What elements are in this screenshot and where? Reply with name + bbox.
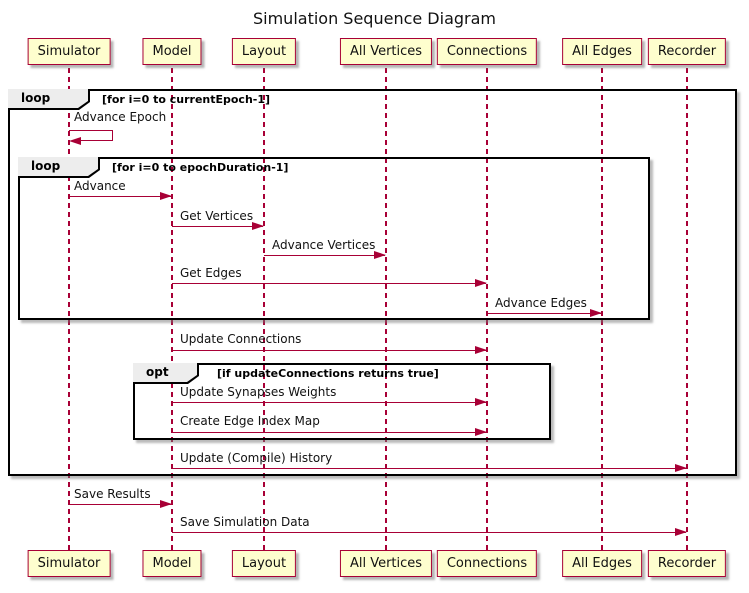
participant-bottom-recorder: Recorder: [647, 550, 727, 577]
message-label: Advance Epoch: [74, 110, 167, 124]
arrow-line: [172, 282, 486, 284]
participant-top-connections: Connections: [436, 38, 538, 65]
loop-pentagon-inner: loop: [18, 157, 100, 178]
lifeline-all-vertices: [385, 68, 387, 550]
arrowhead-right-icon: [160, 500, 172, 508]
lifeline-layout: [263, 68, 265, 550]
arrowhead-right-icon: [252, 222, 264, 230]
arrow-line: [79, 140, 113, 142]
arrow-line: [172, 531, 686, 533]
arrow-line: [172, 431, 486, 433]
arrowhead-right-icon: [475, 279, 487, 287]
loop-guard-outer: [for i=0 to currentEpoch-1]: [102, 93, 271, 106]
participant-bottom-all-edges: All Edges: [562, 550, 642, 577]
arrow-line: [172, 225, 263, 227]
arrowhead-left-icon: [69, 136, 81, 145]
arrowhead-right-icon: [374, 251, 386, 259]
participant-bottom-layout: Layout: [231, 550, 297, 577]
arrowhead-right-icon: [475, 428, 487, 436]
participant-bottom-model: Model: [142, 550, 202, 577]
opt-pentagon: opt: [133, 363, 199, 384]
loop-keyword-outer: loop: [8, 89, 88, 108]
message-label: Update Connections: [180, 332, 302, 346]
arrowhead-right-icon: [475, 398, 487, 406]
arrow-line: [487, 312, 601, 314]
diagram-title: Simulation Sequence Diagram: [252, 9, 496, 28]
lifeline-model: [171, 68, 173, 550]
participant-bottom-simulator: Simulator: [27, 550, 111, 577]
message-label: Get Vertices: [180, 209, 254, 223]
arrow-line: [264, 254, 385, 256]
message-label: Advance Vertices: [272, 238, 376, 252]
arrow-line: [111, 130, 113, 141]
message-label: Advance Edges: [495, 296, 587, 310]
loop-frame-outer: loop [for i=0 to currentEpoch-1]: [8, 89, 737, 476]
participant-top-all-vertices: All Vertices: [339, 38, 433, 65]
arrow-line: [69, 195, 171, 197]
message-label: Get Edges: [180, 266, 242, 280]
participant-top-recorder: Recorder: [647, 38, 727, 65]
arrowhead-right-icon: [590, 309, 602, 317]
arrow-line: [69, 503, 171, 505]
loop-pentagon-outer: loop: [8, 89, 90, 110]
lifeline-connections: [486, 68, 488, 550]
participant-top-simulator: Simulator: [27, 38, 111, 65]
message-label: Save Simulation Data: [180, 515, 310, 529]
message-label: Advance: [74, 179, 126, 193]
arrow-line: [172, 467, 686, 469]
participant-bottom-connections: Connections: [436, 550, 538, 577]
participant-top-all-edges: All Edges: [562, 38, 642, 65]
loop-keyword-inner: loop: [18, 157, 98, 176]
arrowhead-right-icon: [160, 192, 172, 200]
lifeline-simulator: [68, 68, 70, 550]
message-label: Update Synapses Weights: [180, 385, 337, 399]
arrowhead-right-icon: [675, 464, 687, 472]
opt-keyword: opt: [133, 363, 197, 382]
message-label: Update (Compile) History: [180, 451, 333, 465]
message-label: Save Results: [74, 487, 151, 501]
participant-top-model: Model: [142, 38, 202, 65]
message-label: Create Edge Index Map: [180, 414, 320, 428]
opt-guard: [if updateConnections returns true]: [217, 367, 439, 380]
loop-frame-inner: loop [for i=0 to epochDuration-1]: [18, 157, 650, 320]
participant-top-layout: Layout: [231, 38, 297, 65]
loop-guard-inner: [for i=0 to epochDuration-1]: [112, 161, 289, 174]
lifeline-recorder: [686, 68, 688, 550]
arrow-line: [69, 130, 113, 132]
arrow-line: [172, 349, 486, 351]
participant-bottom-all-vertices: All Vertices: [339, 550, 433, 577]
opt-frame: opt [if updateConnections returns true]: [133, 363, 551, 440]
arrowhead-right-icon: [675, 528, 687, 536]
arrow-line: [172, 401, 486, 403]
arrowhead-right-icon: [475, 346, 487, 354]
